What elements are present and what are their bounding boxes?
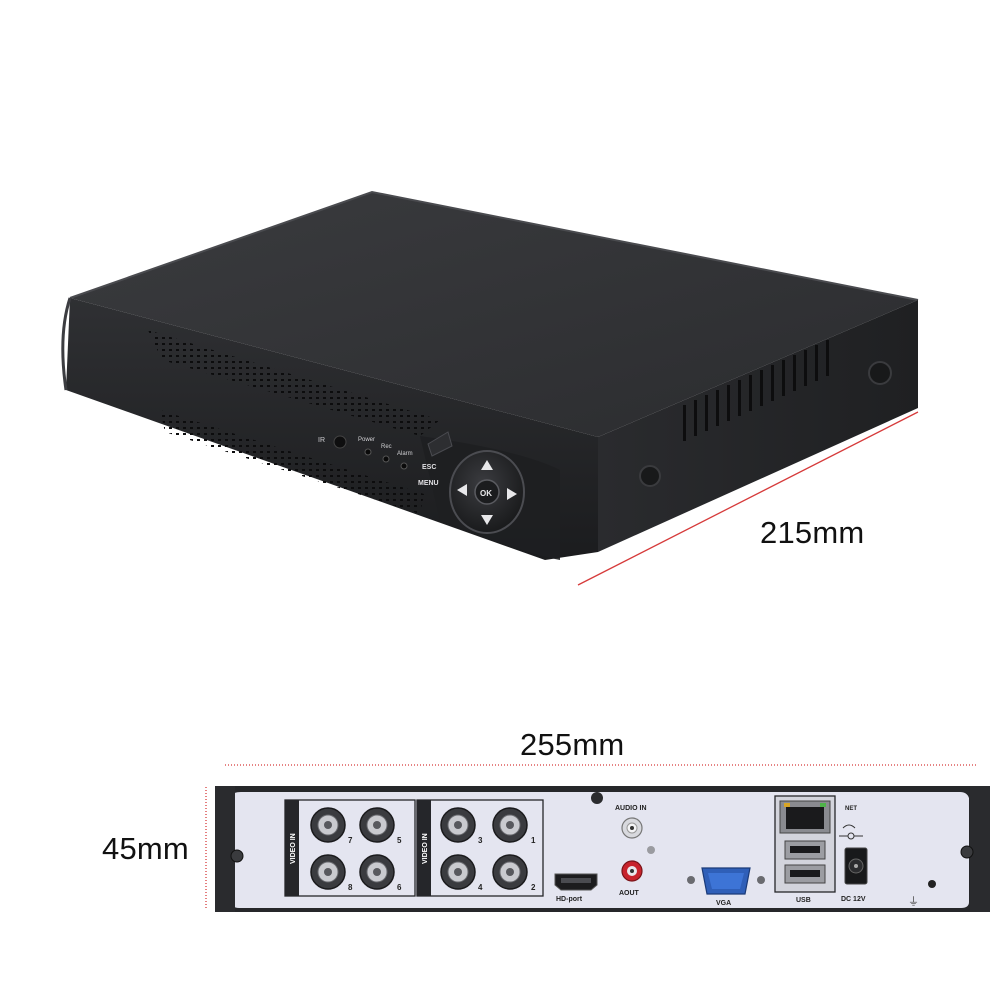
hdport-label: HD-port (556, 896, 583, 903)
depth-dimension-line (577, 411, 919, 586)
indicator-hole (928, 880, 936, 888)
audio-in-jack[interactable] (621, 817, 643, 839)
power-led-icon (364, 448, 372, 456)
bnc-number: 1 (531, 836, 536, 845)
front-vent-upper (148, 330, 440, 436)
video-in-block-a: VIDEO IN (284, 799, 416, 897)
audio-screw (647, 846, 655, 854)
bnc-number: 2 (531, 883, 536, 892)
bnc-connector-8[interactable] (310, 854, 346, 890)
hdmi-port[interactable] (554, 873, 598, 891)
bnc-number: 6 (397, 883, 402, 892)
video-in-block-b: VIDEO IN (416, 799, 544, 897)
side-screw (639, 465, 661, 487)
bnc-number: 8 (348, 883, 353, 892)
alarm-led-icon (400, 462, 408, 470)
dvr-rear-panel: VIDEO IN VIDEO IN (215, 786, 990, 912)
rear-screw-left (230, 849, 244, 863)
front-vent-lower (160, 410, 424, 514)
dvr-top-lid (70, 192, 918, 437)
bnc-number: 4 (478, 883, 483, 892)
bnc-connector-7[interactable] (310, 807, 346, 843)
dpad-down-icon[interactable] (481, 515, 493, 525)
esc-label: ESC (422, 464, 436, 471)
vga-label: VGA (716, 900, 731, 907)
vga-port[interactable] (701, 867, 751, 895)
usb-label: USB (796, 897, 811, 904)
video-in-label-a: VIDEO IN (290, 833, 297, 864)
bnc-connector-4[interactable] (440, 854, 476, 890)
dpad-right-icon[interactable] (507, 488, 517, 500)
dvr-side-panel (598, 300, 918, 552)
height-dimension-label: 45mm (102, 831, 189, 866)
dpad-up-icon[interactable] (481, 460, 493, 470)
esc-button[interactable] (427, 431, 453, 457)
bnc-number: 3 (478, 836, 483, 845)
ground-icon: ⏚ (908, 895, 919, 908)
side-screw (868, 361, 892, 385)
aout-jack[interactable] (621, 860, 643, 882)
audio-in-label: AUDIO IN (615, 805, 647, 812)
side-vent-slots (683, 340, 829, 441)
width-dimension-label: 255mm (520, 727, 625, 762)
vga-screw-right (757, 876, 765, 884)
ethernet-port[interactable] (779, 800, 831, 834)
bnc-connector-1[interactable] (492, 807, 528, 843)
usb-port-upper[interactable] (784, 840, 826, 860)
menu-label: MENU (418, 480, 439, 487)
rear-screw-right (960, 845, 974, 859)
vga-screw-left (687, 876, 695, 884)
dc-power-jack[interactable] (844, 847, 868, 885)
bnc-number: 7 (348, 836, 353, 845)
ir-label: IR (318, 437, 325, 444)
ok-label: OK (480, 489, 492, 498)
ir-sensor-icon (333, 435, 347, 449)
aout-label: AOUT (619, 890, 640, 897)
rear-screw-top (591, 792, 603, 804)
depth-dimension-label: 215mm (760, 515, 865, 550)
ok-button[interactable] (474, 479, 500, 505)
dc-polarity-icon (839, 824, 863, 840)
bnc-connector-3[interactable] (440, 807, 476, 843)
alarm-label: Alarm (397, 451, 413, 457)
rec-label: Rec (381, 444, 392, 450)
dpad-left-icon[interactable] (457, 484, 467, 496)
video-in-label-b: VIDEO IN (422, 833, 429, 864)
bnc-connector-5[interactable] (359, 807, 395, 843)
usb-port-lower[interactable] (784, 864, 826, 884)
bnc-number: 5 (397, 836, 402, 845)
bnc-connector-2[interactable] (492, 854, 528, 890)
power-label: Power (358, 437, 375, 443)
rec-led-icon (382, 455, 390, 463)
net-label: NET (845, 806, 857, 812)
dc-label: DC 12V (841, 896, 866, 903)
bnc-connector-6[interactable] (359, 854, 395, 890)
